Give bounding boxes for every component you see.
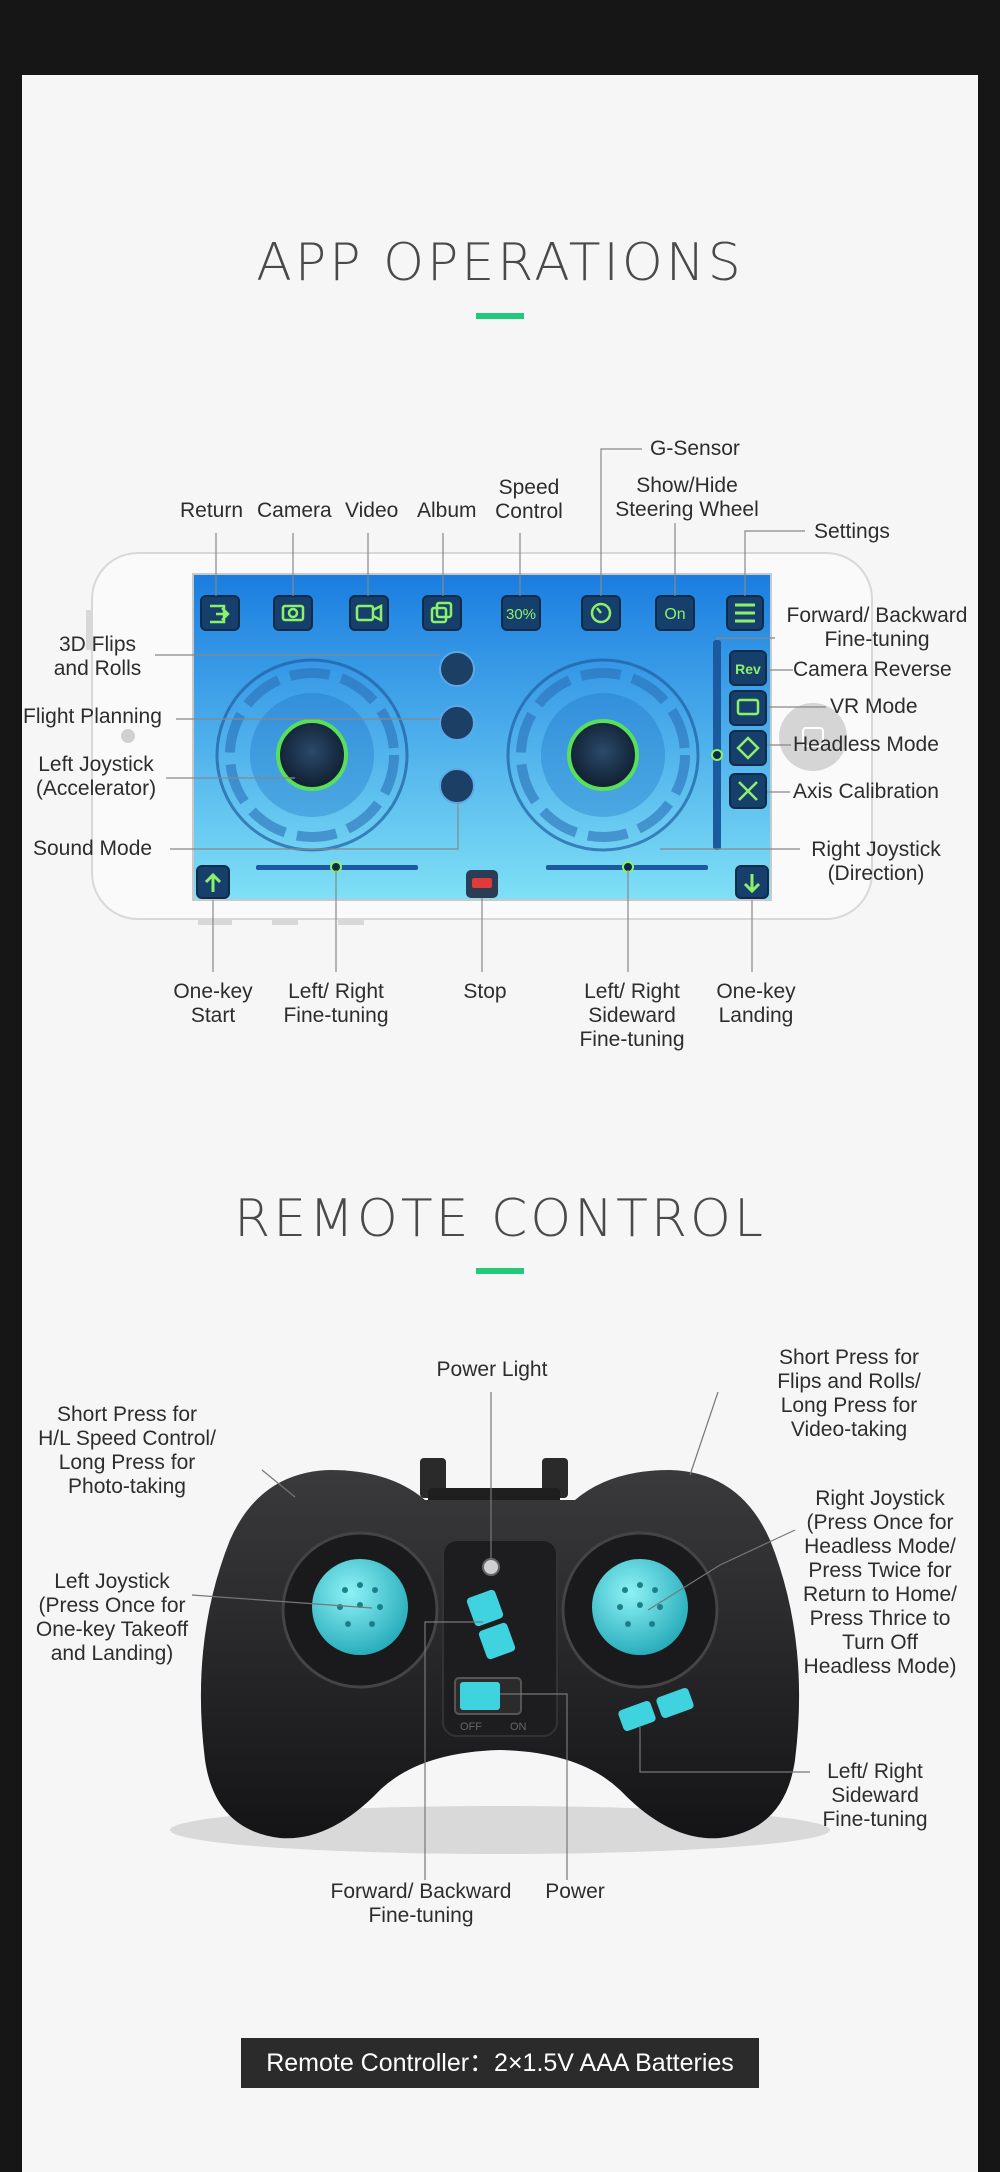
label-sound-mode: Sound Mode (33, 837, 153, 860)
camera-reverse-button[interactable] (729, 650, 767, 686)
power-light (482, 1558, 500, 1576)
speed-control-icon[interactable] (501, 595, 541, 631)
sound-mode-button[interactable] (439, 768, 475, 804)
phone-volume-button (272, 919, 298, 925)
steer-toggle-text: On (664, 606, 685, 623)
phone-volume-button (338, 919, 364, 925)
label-return: Return (180, 499, 244, 522)
label-g-sensor: G-Sensor (650, 437, 740, 460)
label-power: Power (545, 1880, 605, 1903)
right-trim-button[interactable] (655, 1687, 694, 1719)
label-vr-mode: VR Mode (830, 695, 918, 718)
backward-trim-button[interactable] (478, 1622, 516, 1660)
label-stop: Stop (463, 980, 507, 1003)
label-axis-calibration: Axis Calibration (793, 780, 939, 803)
arrow-up-icon (204, 872, 222, 892)
remote-leader-lines (191, 1391, 810, 1880)
phone-volume-button (198, 919, 232, 925)
title-accent-bar (476, 1268, 524, 1274)
switch-on-text: ON (510, 1721, 527, 1733)
forward-trim-button[interactable] (466, 1589, 504, 1627)
label-camera-reverse: Camera Reverse (793, 658, 952, 681)
arrow-down-icon (743, 874, 761, 894)
battery-info-banner: Remote Controller：2×1.5V AAA Batteries (241, 2038, 759, 2088)
power-switch[interactable] (460, 1682, 500, 1710)
right-joystick[interactable] (506, 658, 700, 852)
speed-percent-text: 30% (506, 606, 536, 623)
left-trim-button[interactable] (617, 1700, 656, 1732)
forward-backward-trim-track[interactable] (713, 640, 721, 850)
switch-off-text: OFF (460, 1721, 482, 1733)
label-video: Video (345, 499, 399, 522)
stop-indicator (472, 878, 492, 888)
assistive-touch-button[interactable] (779, 703, 847, 771)
remote-control-title: REMOTE CONTROL (234, 1189, 766, 1249)
label-right-joystick: Right Joystick(Direction) (811, 838, 941, 885)
label-power-light: Power Light (436, 1358, 548, 1381)
app-leader-lines (155, 448, 826, 972)
flight-planning-button[interactable] (439, 705, 475, 741)
label-settings: Settings (814, 520, 890, 543)
camera-reverse-text: Rev (735, 661, 761, 677)
label-flight-planning: Flight Planning (23, 705, 162, 728)
label-album: Album (417, 499, 477, 522)
phone-speaker (121, 729, 135, 743)
flip-roll-button[interactable] (439, 651, 475, 687)
phone-side-button (86, 610, 92, 650)
left-joystick[interactable] (215, 658, 409, 852)
title-accent-bar (476, 313, 524, 319)
label-camera: Camera (257, 499, 332, 522)
forward-backward-trim-handle[interactable] (711, 749, 723, 761)
home-icon (802, 727, 824, 747)
label-left-joystick: Left Joystick(Accelerator) (35, 753, 157, 800)
video-icon[interactable] (349, 595, 389, 631)
app-operations-title: APP OPERATIONS (256, 233, 744, 293)
headless-mode-icon[interactable] (729, 730, 767, 766)
label-headless-mode: Headless Mode (793, 733, 939, 756)
